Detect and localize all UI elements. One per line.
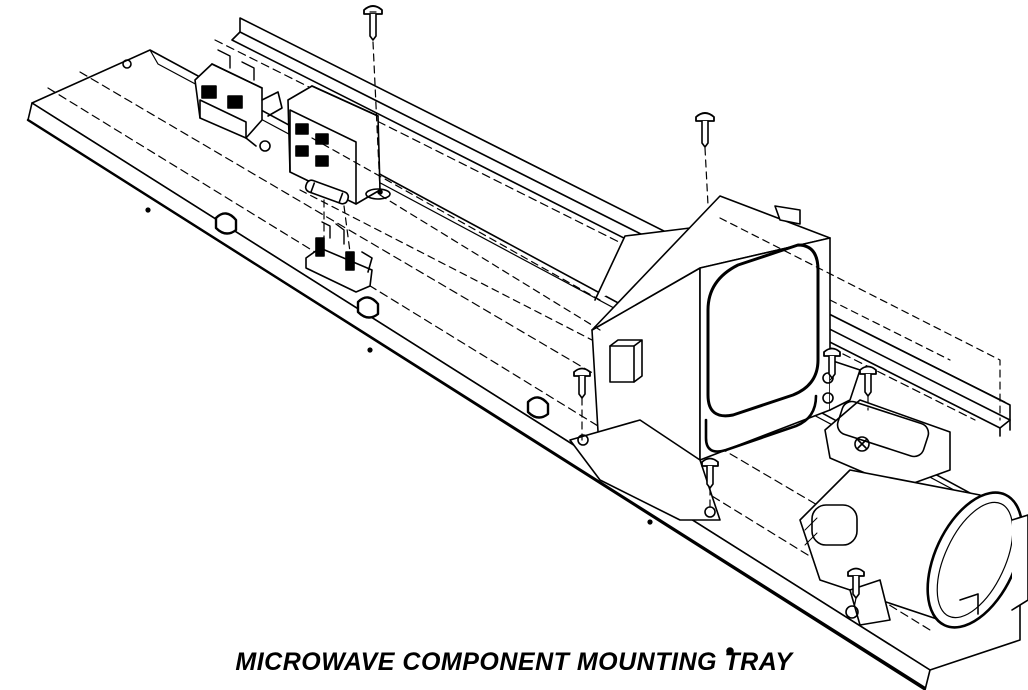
assembly-lines (300, 42, 1000, 608)
motor (800, 470, 1028, 642)
terminal-block (195, 50, 282, 151)
diagram-caption: MICROWAVE COMPONENT MOUNTING TRAY (235, 648, 793, 676)
tray-hole (123, 60, 131, 68)
motor-bracket (825, 399, 950, 488)
tray-hole (146, 208, 150, 212)
tray-hole (368, 348, 372, 352)
fuse-holder (306, 222, 372, 292)
tray-base (28, 50, 1020, 690)
screw-icon (364, 6, 876, 598)
wire-clip-icon (216, 213, 548, 417)
tray-hole (648, 520, 652, 524)
tray-hole (727, 648, 733, 654)
transformer (570, 196, 860, 520)
fuse (304, 179, 349, 205)
